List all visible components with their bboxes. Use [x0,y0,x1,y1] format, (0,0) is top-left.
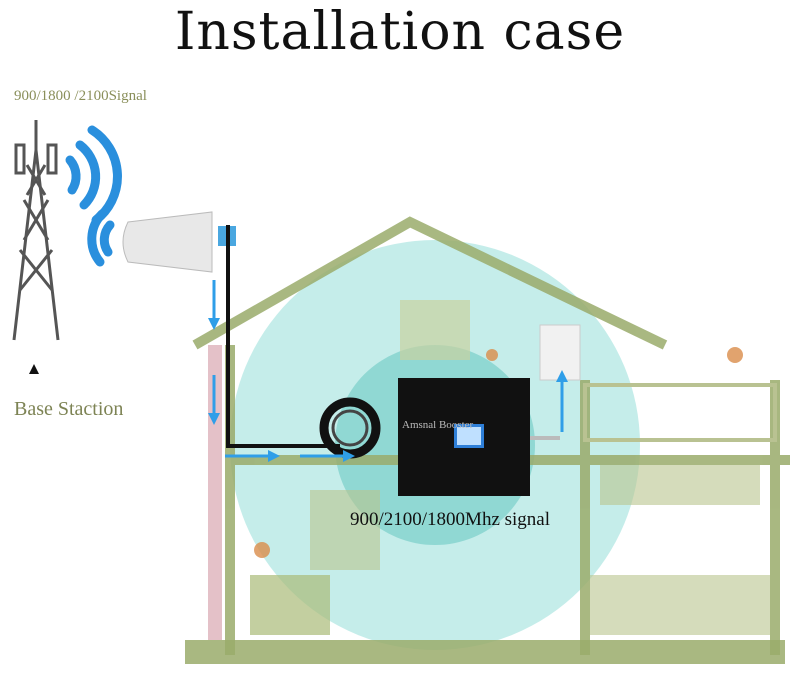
base-station-label: Base Staction [14,398,123,421]
signal-waves-icon [70,130,117,262]
booster-brand: Amsnal Booster [402,419,474,431]
indoor-panel-antenna-icon [540,325,580,380]
kitchen-counter [590,575,770,635]
page-title: Installation case [0,2,800,62]
booster-signal-label: 900/2100/1800Mhz signal [350,509,550,531]
base-station-marker-icon [29,364,39,374]
house-floor [185,640,785,664]
signal-bands-label: 900/1800 /2100Signal [14,88,147,105]
sofa [250,575,330,635]
window-attic [400,300,470,360]
cell-tower-icon [14,120,58,340]
kitchen-cabinet [600,465,760,505]
